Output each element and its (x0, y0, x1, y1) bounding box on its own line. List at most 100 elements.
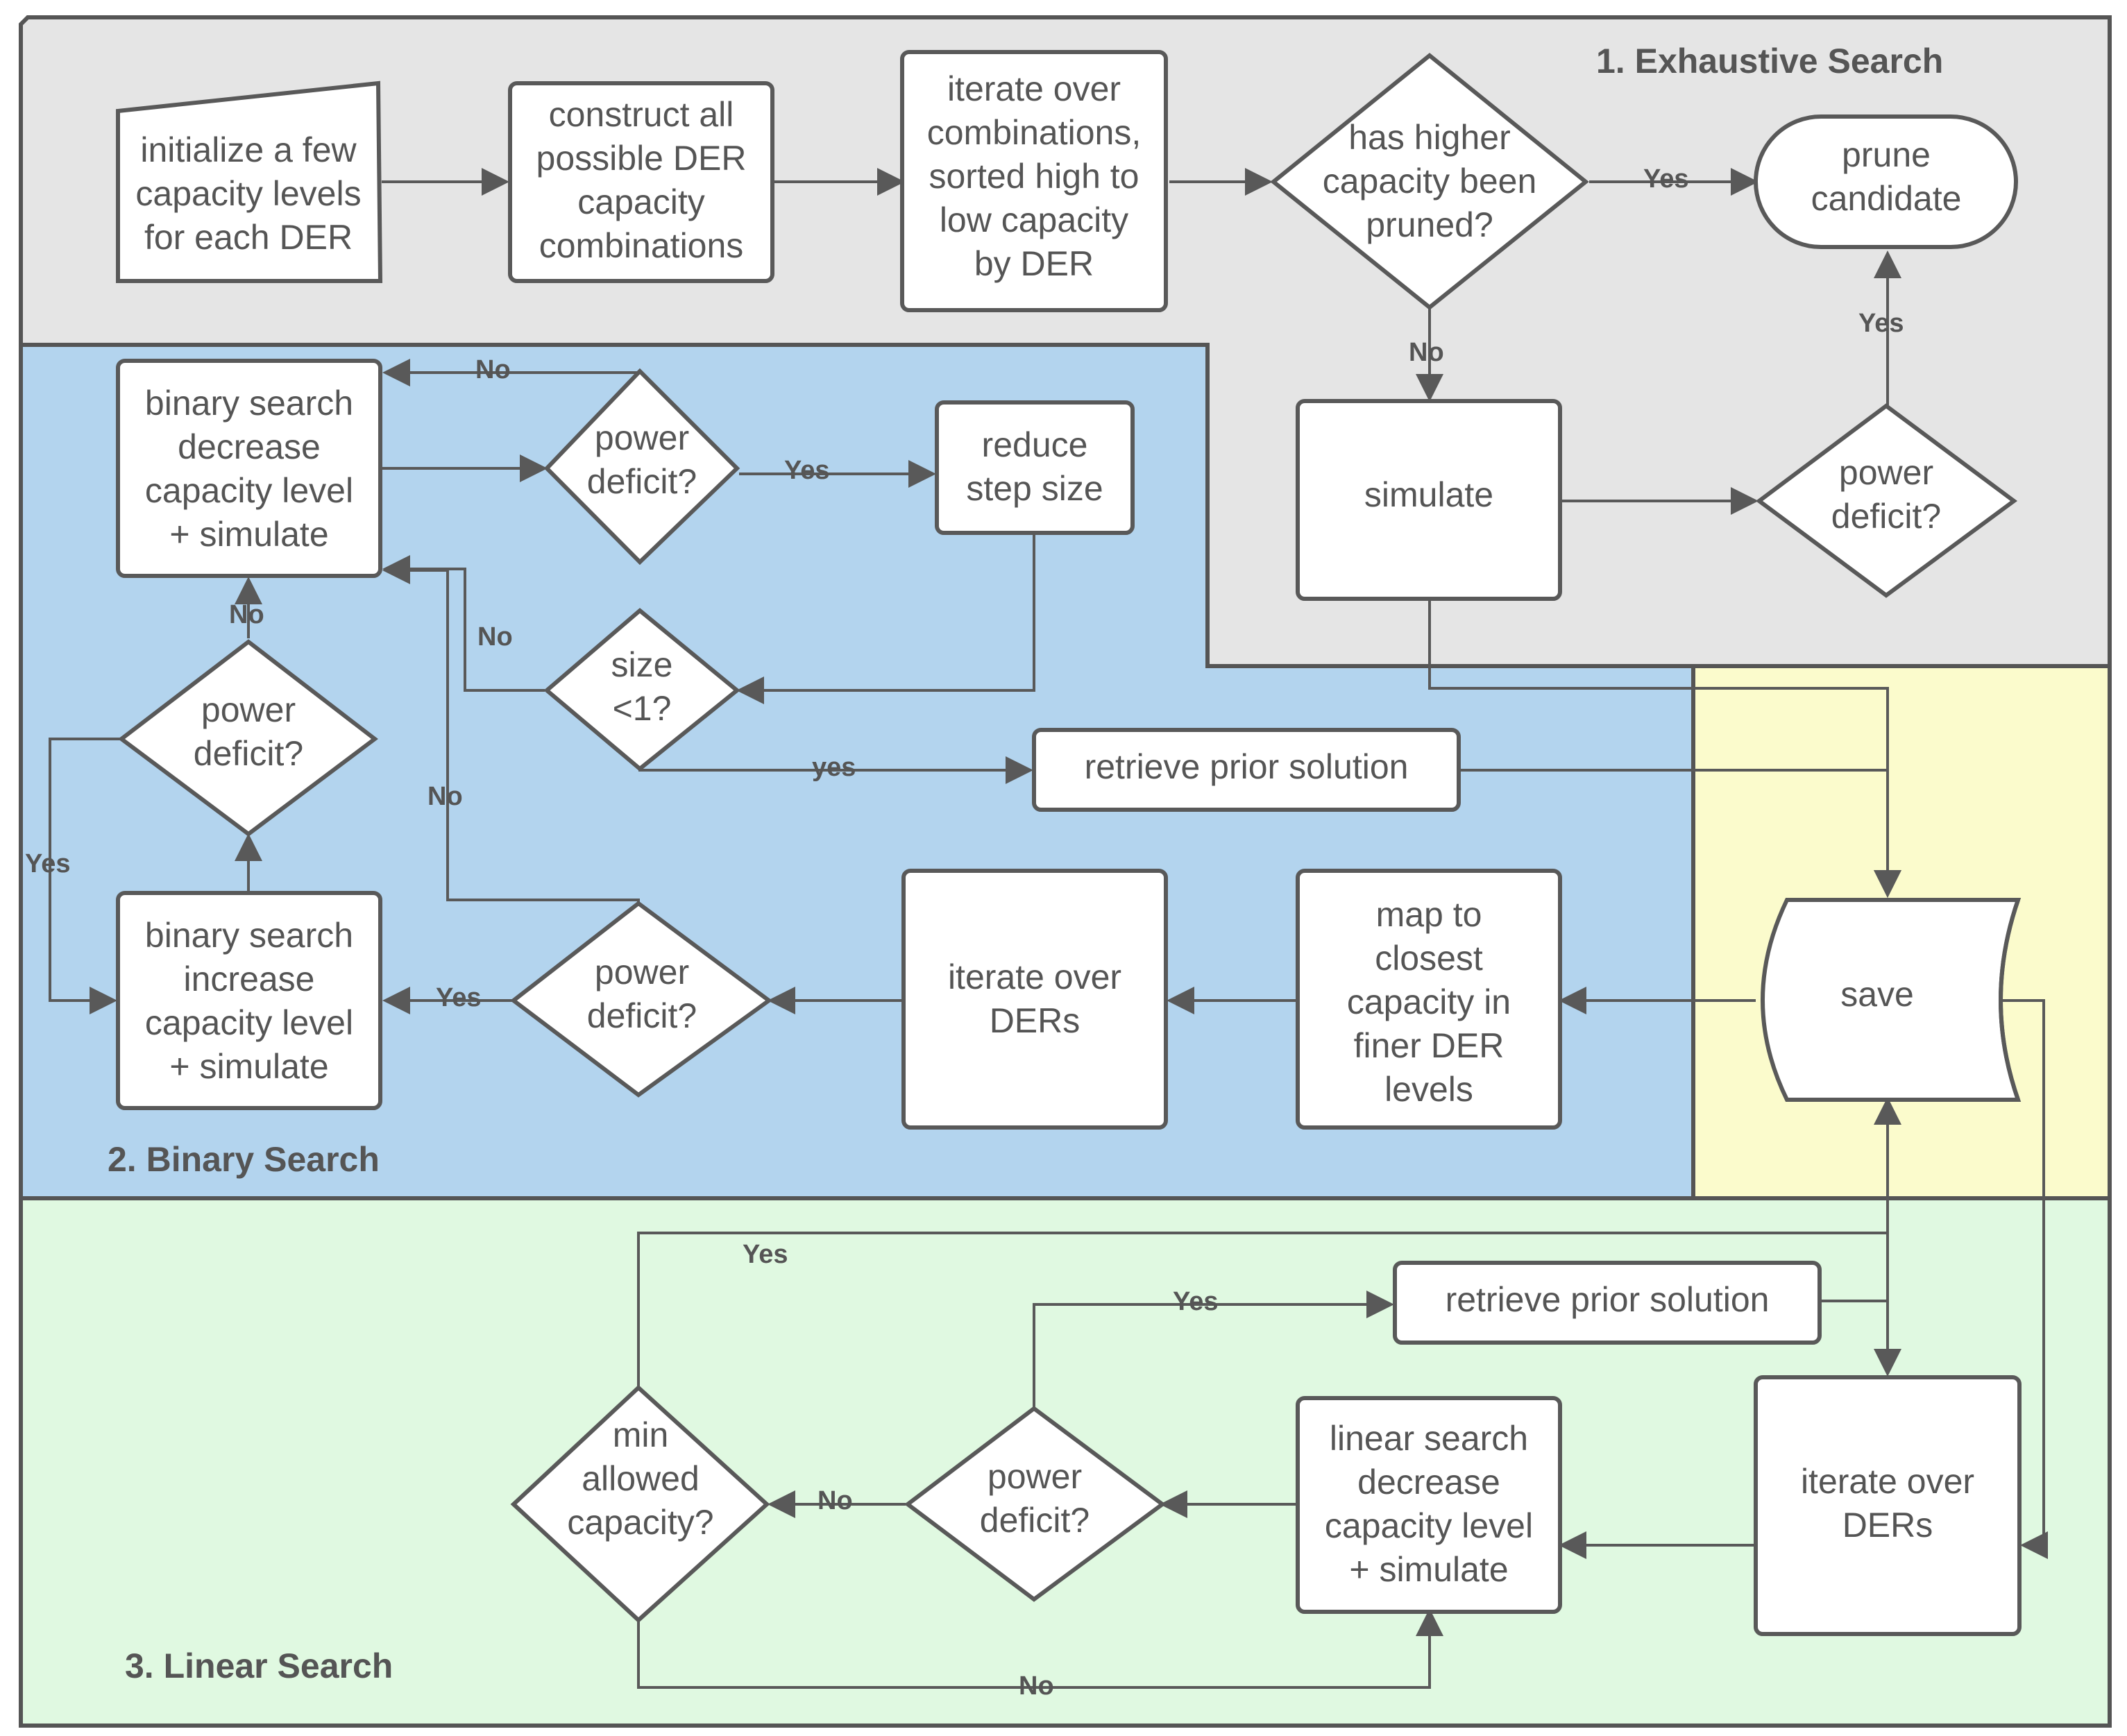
edge-labels: Yes No Yes No Yes No yes No Yes No Yes Y… (25, 164, 1904, 1701)
node-text-line: iterate over (948, 958, 1121, 996)
node-text-line: deficit? (587, 462, 697, 501)
label-pruned-no: No (1409, 338, 1444, 367)
node-text-line: initialize a few (140, 130, 357, 169)
label-min-yes: Yes (743, 1240, 788, 1269)
node-text-line: combinations, (927, 113, 1142, 152)
node-text-line: capacity (577, 182, 704, 221)
node-text-line: size (611, 645, 673, 684)
nodes: initialize a few capacity levels for each … (116, 50, 2022, 1636)
node-text-line: iterate over (947, 69, 1121, 108)
label-bsleft-yes: Yes (25, 849, 71, 878)
node-text-line: power (201, 690, 296, 729)
node-text-line: + simulate (1349, 1550, 1508, 1589)
node-text-line: reduce (982, 425, 1088, 464)
node-initialize: initialize a few capacity levels for each … (116, 80, 383, 283)
node-power-deficit-ls: power deficit? (904, 1406, 1167, 1602)
node-text-line: DERs (1842, 1506, 1933, 1544)
node-text-line: finer DER (1354, 1026, 1505, 1065)
node-retrieve-prior-solution-ls: retrieve prior solution (1393, 1261, 1822, 1345)
node-text-line: save (1840, 975, 1914, 1014)
edge-lsdeficit-yes (1033, 1291, 1394, 1409)
node-text-line: decrease (178, 427, 321, 466)
node-power-deficit-bs-left: power deficit? (118, 639, 378, 837)
node-text-line: + simulate (169, 1047, 328, 1086)
node-text-line: capacity in (1347, 982, 1511, 1021)
node-text-line: increase (184, 960, 315, 998)
svg-text:simulate: simulate (1364, 475, 1493, 514)
node-binary-search-decrease: binary search decrease capacity level + sim… (116, 359, 382, 578)
label-lsdeficit-no: No (817, 1486, 853, 1515)
node-text-line: power (1839, 453, 1933, 492)
node-text-line: deficit? (194, 734, 303, 773)
edge-bsleft-yes (49, 738, 121, 1014)
node-text-line: power (595, 953, 689, 992)
node-text-line: capacity levels (135, 174, 361, 213)
svg-text:retrieve prior solution: retrieve prior solution (1085, 747, 1409, 786)
label-size-yes: yes (812, 753, 856, 782)
node-text-line: <1? (613, 689, 672, 728)
node-text-line: simulate (1364, 475, 1493, 514)
node-reduce-step-size: reduce step size (935, 400, 1135, 535)
label-size-no: No (477, 622, 513, 652)
node-text-line: power (988, 1457, 1082, 1496)
node-prune-candidate: prune candidate (1754, 114, 2018, 249)
node-text-line: for each DER (144, 218, 353, 257)
node-text-line: combinations (539, 226, 744, 265)
node-text-line: capacity been (1323, 162, 1537, 201)
label-bsmid-no: No (427, 782, 463, 811)
node-text-line: decrease (1357, 1463, 1500, 1501)
node-text-line: deficit? (980, 1501, 1090, 1540)
edge-min-yes (637, 1232, 1888, 1388)
node-text-line: capacity level (145, 1003, 353, 1042)
node-text-line: power (595, 418, 689, 457)
label-bstop-no: No (475, 355, 511, 384)
binary-search-title: 2. Binary Search (108, 1140, 380, 1179)
svg-text:size<1?: size <1? (611, 645, 673, 728)
edge-min-no (637, 1608, 1443, 1689)
node-text-line: by DER (974, 244, 1094, 283)
node-text-line: pruned? (1366, 205, 1493, 244)
edge-save-iterate-ls (1992, 999, 2048, 1559)
linear-search-title: 3. Linear Search (125, 1646, 393, 1685)
edge-retrieve-save (1461, 769, 1901, 898)
node-text-line: prune (1842, 135, 1931, 174)
exhaustive-search-title: 1. Exhaustive Search (1596, 42, 1943, 80)
node-text-line: map to (1376, 895, 1482, 934)
node-text-line: levels (1384, 1070, 1473, 1109)
node-text-line: step size (966, 469, 1103, 508)
node-text-line: iterate over (1801, 1462, 1974, 1501)
label-bsmid-yes: Yes (436, 983, 482, 1012)
node-text-line: binary search (145, 384, 353, 423)
node-text-line: capacity? (567, 1503, 713, 1542)
node-text-line: capacity level (145, 471, 353, 510)
node-text-line: + simulate (169, 515, 328, 554)
node-text-line: min (613, 1415, 669, 1454)
node-text-line: candidate (1811, 179, 1962, 218)
label-deficit-ex-yes: Yes (1858, 309, 1904, 338)
